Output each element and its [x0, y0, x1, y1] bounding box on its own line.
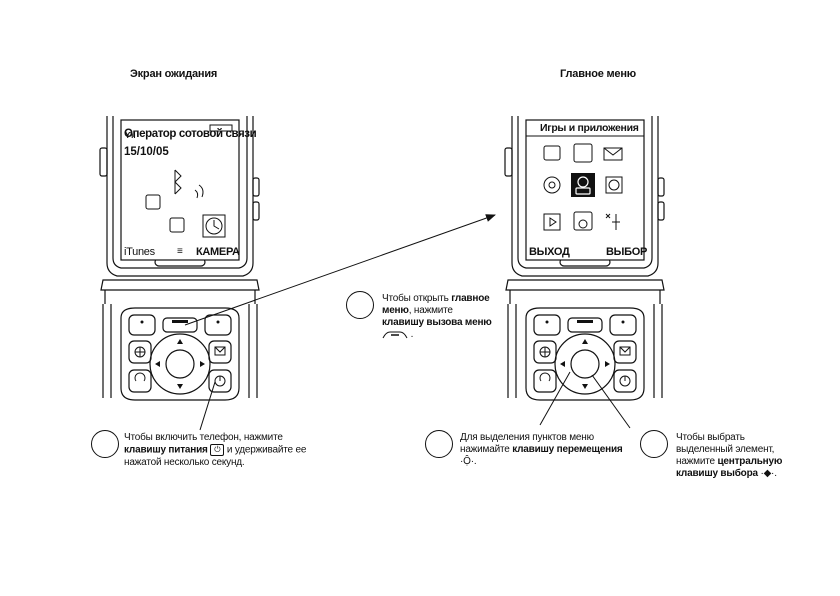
power-key-icon: ⏻ — [210, 444, 225, 456]
callout-circle-nav — [425, 430, 453, 458]
callout-circle-power — [91, 430, 119, 458]
caption-navigate-bold: клавишу перемещения — [512, 444, 623, 455]
caption-power-post: и удерживайте ее нажатой несколько секун… — [124, 444, 307, 468]
caption-navigate-pre: Для выделения пунктов меню нажимайте — [460, 432, 594, 455]
caption-navigate-post: ·Ộ·. — [460, 456, 477, 467]
leader-line-nav — [539, 371, 571, 426]
softkey-menu-center[interactable]: ≡ — [177, 246, 183, 257]
softkey-exit[interactable]: ВЫХОД — [529, 246, 570, 258]
caption-open-menu-bold2: клавишу вызова меню — [382, 317, 492, 328]
softkey-camera[interactable]: КАМЕРА — [196, 246, 240, 258]
caption-open-menu: Чтобы открыть главное меню, нажмите клав… — [382, 293, 492, 341]
screen-date: 15/10/05 — [124, 146, 169, 158]
operator-name: Оператор сотовой связи — [124, 128, 257, 140]
caption-select-post: ·◆·. — [757, 468, 777, 479]
caption-open-menu-pre: Чтобы открыть — [382, 293, 452, 304]
arrow-line — [184, 214, 496, 326]
caption-select-bold: центральную клавишу выбора — [676, 456, 783, 479]
caption-select-pre: Чтобы выбрать выделенный элемент, нажмит… — [676, 432, 775, 467]
caption-open-menu-mid: , нажмите — [408, 305, 453, 316]
caption-open-menu-bold1: главное меню — [382, 293, 490, 316]
caption-power-pre: Чтобы включить телефон, нажмите — [124, 432, 283, 443]
softkey-select[interactable]: ВЫБОР — [606, 246, 648, 258]
softkey-itunes[interactable]: iTunes — [124, 246, 155, 258]
caption-power-bold: клавишу питания — [124, 444, 208, 456]
left-phone: Ƴıl — [99, 116, 260, 401]
caption-select: Чтобы выбрать выделенный элемент, нажмит… — [676, 432, 796, 480]
caption-open-menu-post: . — [408, 329, 414, 340]
leader-line-select — [591, 374, 631, 429]
left-title: Экран ожидания — [130, 68, 218, 80]
leader-line-power — [199, 381, 216, 431]
callout-circle-select — [640, 430, 668, 458]
right-phone — [504, 116, 665, 401]
menu-key-icon — [382, 331, 408, 339]
menu-header: Игры и приложения — [540, 122, 639, 134]
svg-text:Ƴıl: Ƴıl — [125, 131, 136, 140]
right-title: Главное меню — [560, 68, 636, 80]
caption-power: Чтобы включить телефон, нажмите клавишу … — [124, 432, 324, 469]
callout-circle-menu — [346, 291, 374, 319]
caption-navigate: Для выделения пунктов меню нажимайте кла… — [460, 432, 628, 468]
